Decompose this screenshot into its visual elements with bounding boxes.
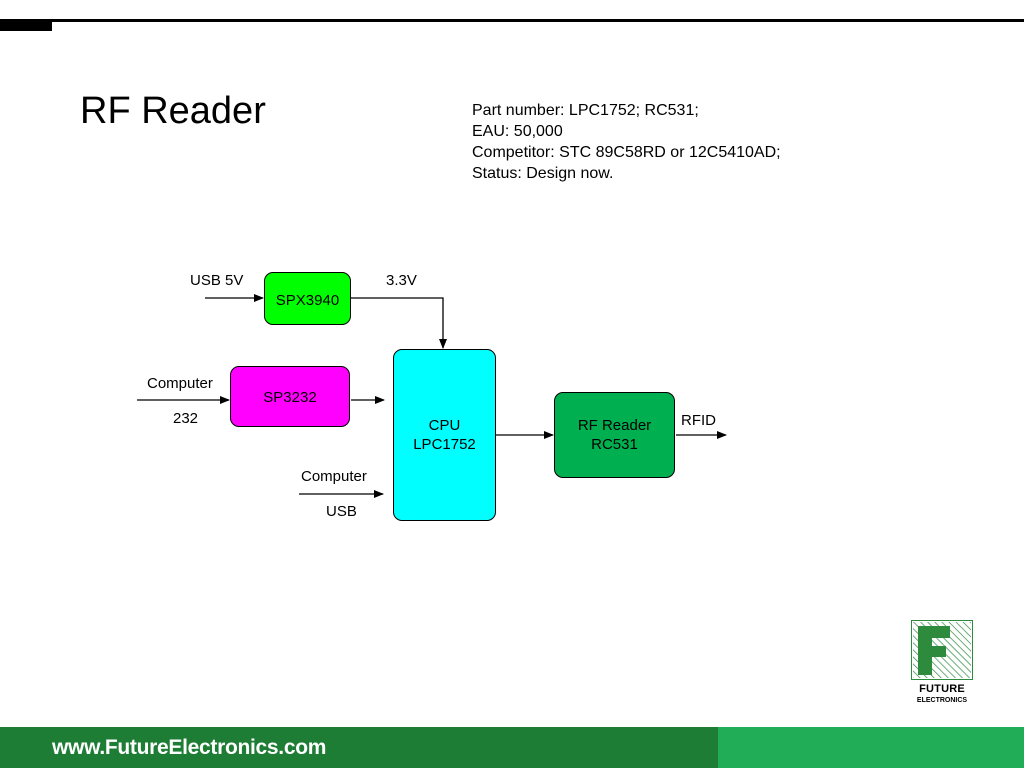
eau-line: EAU: 50,000: [472, 123, 563, 140]
power-3v3-arrow: [351, 297, 447, 349]
computer-232-label: Computer: [147, 375, 213, 392]
computer-usb-label: Computer: [301, 468, 367, 485]
sp3232-label: SP3232: [263, 389, 317, 406]
cpu-label: CPU: [428, 417, 461, 434]
spx3940-block: SPX3940: [264, 272, 351, 325]
footer-bar-left: [0, 727, 718, 768]
part-info: Part number: LPC1752; RC531; EAU: 50,000…: [472, 100, 781, 184]
logo-text-electronics: ELECTRONICS: [916, 697, 968, 704]
spx3940-label: SPX3940: [275, 292, 340, 309]
rfid-label: RFID: [681, 412, 716, 429]
part-number-line: Part number: LPC1752; RC531;: [472, 102, 699, 119]
v33-label: 3.3V: [386, 272, 417, 289]
future-electronics-logo: FUTURE ELECTRONICS: [909, 620, 975, 708]
rf-reader-part-label: RC531: [591, 436, 638, 453]
cpu-block: CPU LPC1752: [393, 349, 496, 521]
cpu-part-label: LPC1752: [413, 436, 476, 453]
logo-f-mark-icon: [911, 620, 973, 680]
logo-text-future: FUTURE: [919, 683, 965, 695]
usb5v-label: USB 5V: [190, 272, 244, 289]
status-line: Status: Design now.: [472, 165, 614, 182]
rf-reader-label: RF Reader: [577, 417, 652, 434]
slide-title: RF Reader: [80, 90, 266, 132]
top-accent-bar: [0, 22, 52, 31]
rs232-label: 232: [173, 410, 199, 427]
competitor-line: Competitor: STC 89C58RD or 12C5410AD;: [472, 144, 781, 161]
footer-bar-right: [718, 727, 1024, 768]
top-rule: [0, 19, 1024, 22]
sp3232-block: SP3232: [230, 366, 350, 427]
rf-reader-block: RF Reader RC531: [554, 392, 675, 478]
footer-website-link[interactable]: www.FutureElectronics.com: [52, 736, 327, 759]
usb-label: USB: [326, 503, 357, 520]
